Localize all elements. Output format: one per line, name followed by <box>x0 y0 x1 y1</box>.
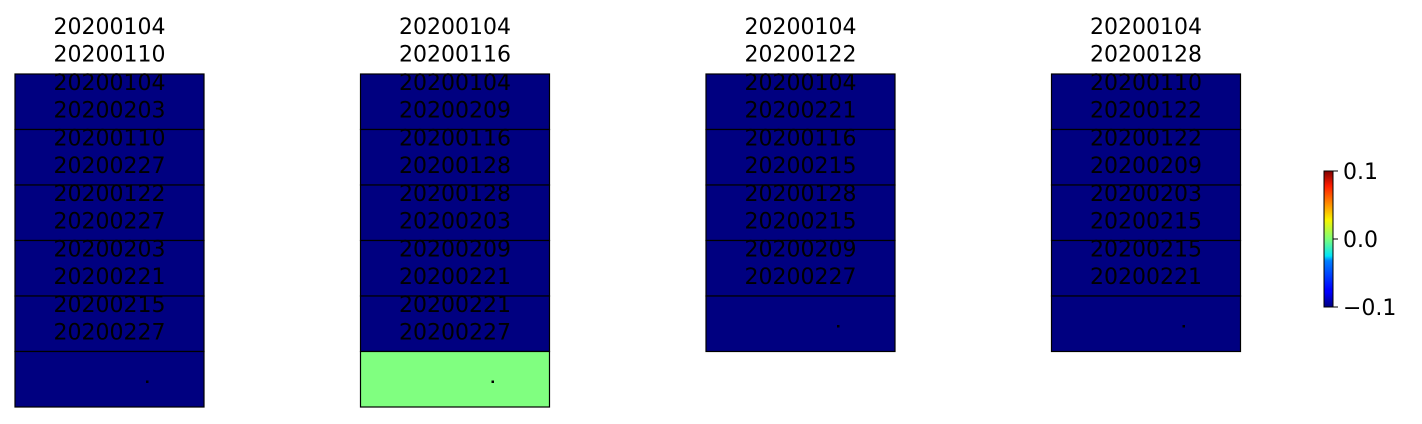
heatmap-cell <box>14 350 205 408</box>
cell-label: 20200203 <box>54 99 166 124</box>
colorbar-tick-label: 0.0 <box>1343 228 1378 253</box>
cell-marker <box>491 380 494 383</box>
cell-label: 20200209 <box>745 238 857 263</box>
panel-title-line: 20200104 <box>1090 15 1202 40</box>
heatmap-cell <box>1050 73 1242 131</box>
heatmap-cell <box>359 350 551 408</box>
panel-title-line: 20200104 <box>745 15 857 40</box>
cell-label: 20200110 <box>1090 71 1202 96</box>
cell-label: 20200221 <box>399 293 511 318</box>
cell-label: 20200227 <box>399 321 511 346</box>
cell-label: 20200128 <box>399 182 511 207</box>
cell-label: 20200215 <box>1090 238 1202 263</box>
cell-label: 20200227 <box>54 321 166 346</box>
panel-3: 20200104 20200122 20200104 20200221 20200116… <box>705 15 896 353</box>
cell-label: 20200209 <box>399 99 511 124</box>
panel-title-line: 20200104 <box>54 15 166 40</box>
cell-marker <box>146 380 149 383</box>
heatmap-cell <box>1050 184 1242 242</box>
cell-label: 20200215 <box>745 154 857 179</box>
cell-label: 20200122 <box>1090 99 1202 124</box>
heatmap-cell <box>705 239 896 297</box>
panel-4: 20200104 20200128 20200110 20200122 20200122… <box>1050 15 1242 353</box>
heatmap-cell <box>1050 128 1242 186</box>
heatmap-cell <box>359 295 551 353</box>
cell-label: 20200215 <box>745 210 857 235</box>
heatmap-cell <box>705 295 896 353</box>
cell-label: 20200116 <box>745 127 857 152</box>
colorbar-gradient <box>1323 170 1334 308</box>
cell-label: 20200203 <box>1090 182 1202 207</box>
cell-label: 20200215 <box>54 293 166 318</box>
cell-label: 20200128 <box>399 154 511 179</box>
heatmap-cell <box>705 128 896 186</box>
cell-label: 20200227 <box>54 154 166 179</box>
panel-title-line: 20200128 <box>1090 43 1202 68</box>
cell-label: 20200221 <box>745 99 857 124</box>
panel-1: 20200104 20200110 20200104 20200203 20200110… <box>14 15 205 408</box>
heatmap-cell <box>359 73 551 131</box>
cell-label: 20200227 <box>745 265 857 290</box>
cell-label: 20200221 <box>54 265 166 290</box>
cell-label: 20200209 <box>1090 154 1202 179</box>
colorbar-tick-label: −0.1 <box>1343 296 1396 321</box>
cell-label: 20200104 <box>399 71 511 96</box>
colorbar-tick-label: 0.1 <box>1343 160 1378 185</box>
panel-2: 20200104 20200116 20200104 20200209 20200116… <box>359 15 551 408</box>
cell-label: 20200221 <box>399 265 511 290</box>
panel-title-line: 20200122 <box>745 43 857 68</box>
cell-label: 20200215 <box>1090 210 1202 235</box>
cell-label: 20200104 <box>745 71 857 96</box>
cell-marker <box>1182 325 1185 328</box>
panel-title-line: 20200104 <box>399 15 511 40</box>
cell-marker <box>837 325 840 328</box>
heatmap-cell <box>1050 239 1242 297</box>
panel-title-line: 20200110 <box>54 43 166 68</box>
cell-label: 20200221 <box>1090 265 1202 290</box>
cell-label: 20200227 <box>54 210 166 235</box>
cell-label: 20200122 <box>54 182 166 207</box>
cell-label: 20200116 <box>399 127 511 152</box>
heatmap-cell <box>1050 295 1242 353</box>
heatmap-cell <box>705 73 896 131</box>
cell-label: 20200122 <box>1090 127 1202 152</box>
heatmap-cell <box>14 128 205 186</box>
heatmap-cell <box>14 184 205 242</box>
cell-label: 20200203 <box>54 238 166 263</box>
heatmap-cell <box>14 239 205 297</box>
cell-label: 20200203 <box>399 210 511 235</box>
cell-label: 20200110 <box>54 127 166 152</box>
cell-label: 20200104 <box>54 71 166 96</box>
colorbar: 0.1 0.0 −0.1 <box>1323 160 1396 321</box>
heatmap-cell <box>359 184 551 242</box>
heatmap-cell <box>14 73 205 131</box>
panel-title-line: 20200116 <box>399 43 511 68</box>
cell-label: 20200128 <box>745 182 857 207</box>
cell-label: 20200209 <box>399 238 511 263</box>
